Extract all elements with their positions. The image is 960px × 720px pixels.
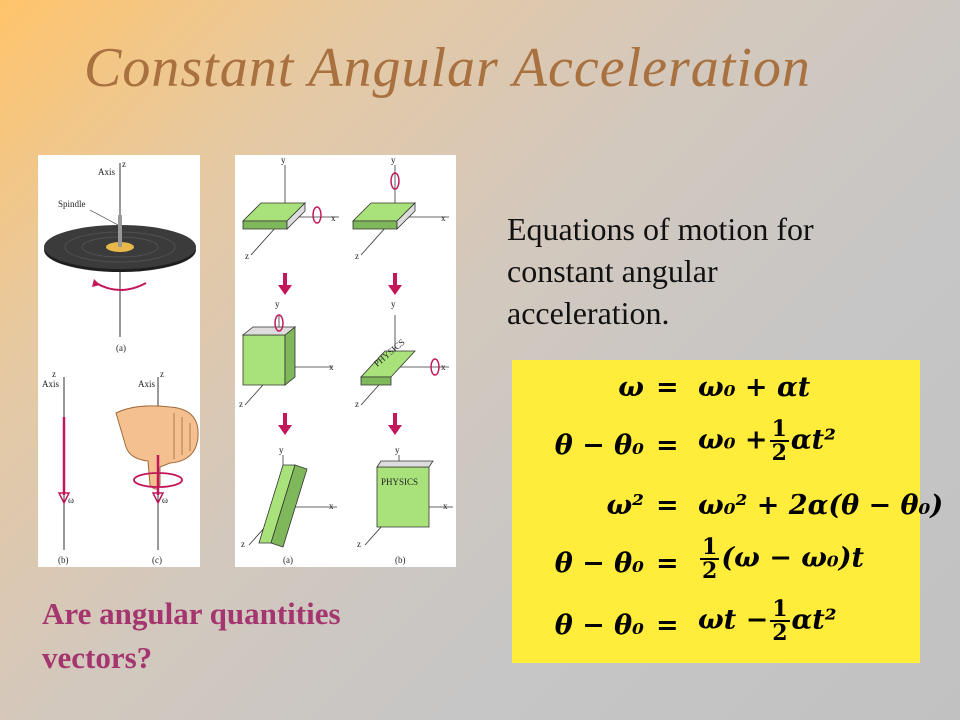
label-axis-b: Axis [42, 379, 60, 389]
equation-4-lhs: θ − θ₀ [554, 548, 644, 579]
label-a-right: (a) [283, 555, 293, 565]
equation-3-lhs: ω² [606, 490, 644, 521]
svg-text:z: z [239, 399, 243, 409]
book-rotation-figure: y x z y x z y x z (a) [235, 155, 456, 567]
book-b1 [352, 164, 450, 256]
svg-text:y: y [395, 445, 400, 455]
disk-figure: z Axis Spindle (a) z Axis ω (b) z Axis [38, 155, 200, 567]
equation-2-lhs: θ − θ₀ [554, 430, 644, 461]
svg-text:x: x [331, 213, 336, 223]
svg-text:x: x [441, 362, 446, 372]
label-z-c: z [160, 369, 164, 379]
svg-text:z: z [355, 399, 359, 409]
intro-text: Equations of motion for constant angular… [507, 211, 814, 331]
book-a2 [241, 314, 334, 406]
label-c: (c) [152, 555, 162, 565]
equation-5-lhs: θ − θ₀ [554, 610, 644, 641]
label-b: (b) [58, 555, 69, 565]
svg-text:x: x [443, 501, 448, 511]
book-rotation-illustration: y x z y x z y x z (a) [239, 155, 454, 565]
book-b3: PHYSICS [364, 454, 454, 546]
equation-1-rhs: ω₀ + αt [698, 372, 811, 403]
question-text: Are angular quantities vectors? [42, 596, 341, 675]
svg-text:y: y [391, 155, 396, 165]
equation-3-rhs: ω₀² + 2α(θ − θ₀) [698, 490, 944, 521]
svg-text:y: y [275, 299, 280, 309]
equation-row-3: ω² = ω₀² + 2α(θ − θ₀) [606, 490, 944, 521]
equation-row-1: ω = ω₀ + αt [618, 372, 811, 403]
svg-text:y: y [281, 155, 286, 165]
slide-title: Constant Angular Acceleration [84, 37, 811, 99]
svg-text:x: x [441, 213, 446, 223]
book-a3 [248, 454, 338, 548]
label-omega-b: ω [68, 495, 74, 505]
label-z-top: z [122, 159, 126, 169]
svg-text:z: z [355, 251, 359, 261]
label-axis-top: Axis [98, 167, 116, 177]
label-axis-c: Axis [138, 379, 156, 389]
label-z-b: z [52, 369, 56, 379]
svg-text:z: z [245, 251, 249, 261]
svg-text:y: y [279, 445, 284, 455]
thumb-down-hand [115, 405, 199, 490]
label-b-right: (b) [395, 555, 406, 565]
equation-1-lhs: ω [618, 372, 644, 403]
label-spindle: Spindle [58, 199, 86, 209]
book-a1 [242, 164, 340, 256]
svg-text:y: y [391, 299, 396, 309]
label-omega-c: ω [162, 495, 168, 505]
book-b2: PHYSICS [360, 314, 450, 406]
svg-text:PHYSICS: PHYSICS [381, 477, 418, 487]
svg-text:z: z [241, 539, 245, 549]
svg-text:x: x [329, 362, 334, 372]
label-a-left: (a) [116, 343, 126, 353]
svg-text:z: z [357, 539, 361, 549]
svg-text:x: x [329, 501, 334, 511]
disk-rotation-illustration: z Axis Spindle (a) z Axis ω (b) z Axis [42, 159, 199, 565]
